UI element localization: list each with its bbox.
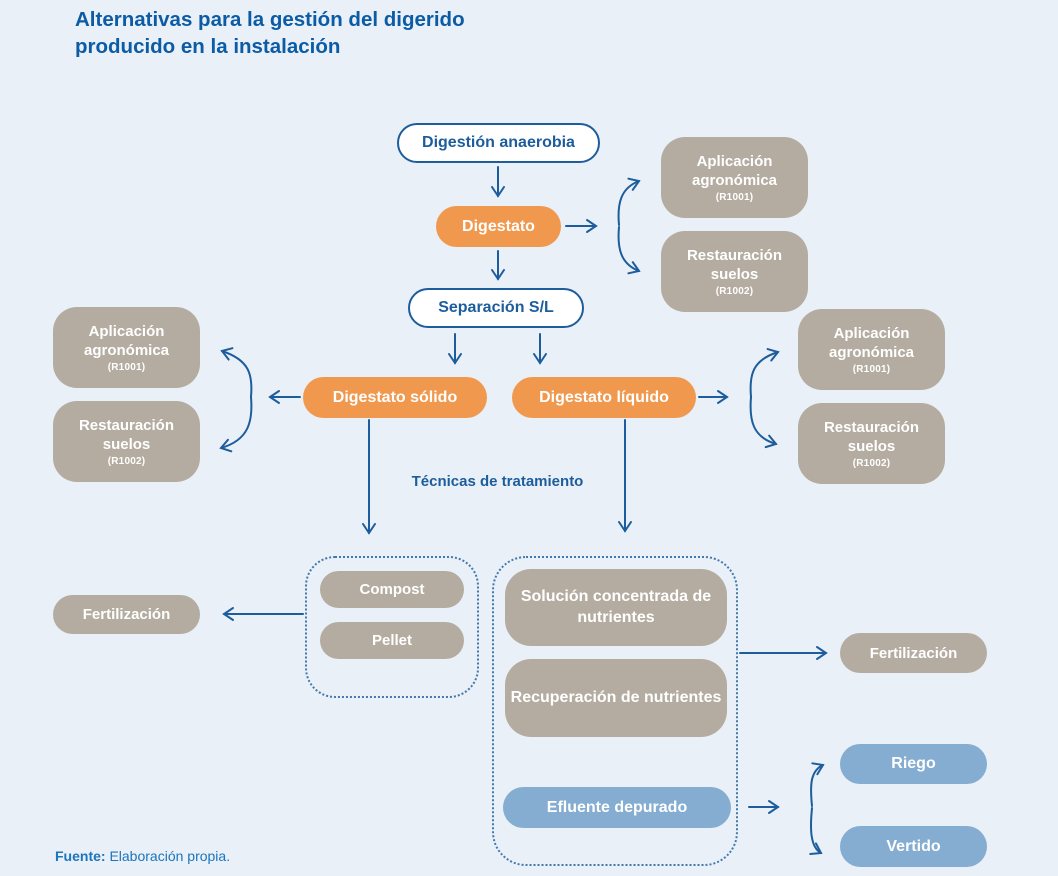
node-label: Digestato líquido — [539, 388, 669, 406]
box-code: (R1001) — [107, 362, 146, 374]
node-compost: Compost — [320, 571, 464, 608]
node-riego: Riego — [840, 744, 987, 784]
node-label: Riego — [891, 755, 936, 772]
node-recuperacion-nutrientes: Recuperación de nutrientes — [505, 659, 727, 737]
box-code: (R1002) — [852, 458, 891, 470]
node-label: Recuperación de nutrientes — [510, 688, 722, 706]
node-label: Compost — [359, 581, 425, 598]
valorization-box-restauracion-suelos: Restauración suelos (R1002) — [661, 231, 808, 312]
node-pellet: Pellet — [320, 622, 464, 659]
box-code: (R1002) — [107, 456, 146, 468]
valorization-box-restauracion-suelos: Restauración suelos (R1002) — [798, 403, 945, 484]
page-title-line1: Alternativas para la gestión del digerid… — [75, 8, 465, 31]
node-digestato: Digestato — [436, 206, 561, 247]
source-text: Elaboración propia. — [105, 848, 231, 864]
node-label: Efluente depurado — [546, 798, 688, 816]
solid-treatment-group — [305, 556, 479, 698]
box-label: Restauración suelos — [78, 416, 175, 453]
valorization-box-restauracion-suelos: Restauración suelos (R1002) — [53, 401, 200, 482]
box-code: (R1002) — [715, 286, 754, 298]
node-separacion-sl: Separación S/L — [408, 288, 584, 328]
node-label: Fertilización — [82, 606, 171, 623]
node-fertilizacion-liquid: Fertilización — [840, 633, 987, 673]
node-digestion-anaerobia: Digestión anaerobia — [397, 123, 600, 163]
valorization-box-aplicacion-agronomica: Aplicación agronómica (R1001) — [53, 307, 200, 388]
node-solucion-concentrada: Solución concentrada de nutrientes — [505, 569, 727, 646]
box-label: Aplicación agronómica — [691, 152, 778, 189]
node-vertido: Vertido — [840, 826, 987, 867]
source-label: Fuente: — [55, 848, 106, 864]
valorization-box-aplicacion-agronomica: Aplicación agronómica (R1001) — [661, 137, 808, 218]
valorization-box-aplicacion-agronomica: Aplicación agronómica (R1001) — [798, 309, 945, 390]
node-label: Digestato sólido — [332, 388, 458, 406]
node-label: Vertido — [886, 837, 941, 855]
node-digestato-solido: Digestato sólido — [303, 377, 487, 418]
page-title: Alternativas para la gestión del digerid… — [75, 6, 465, 60]
box-label: Aplicación agronómica — [828, 324, 915, 361]
box-label: Restauración suelos — [823, 418, 920, 455]
node-efluente-depurado: Efluente depurado — [503, 787, 731, 828]
node-label: Digestión anaerobia — [422, 134, 575, 151]
page-title-line2: producido en la instalación — [75, 35, 341, 59]
box-label: Aplicación agronómica — [83, 322, 170, 359]
node-label: Separación S/L — [438, 299, 554, 316]
node-digestato-liquido: Digestato líquido — [512, 377, 696, 418]
label-tecnicas-tratamiento: Técnicas de tratamiento — [411, 473, 584, 490]
source-note: Fuente: Elaboración propia. — [55, 848, 230, 864]
box-code: (R1001) — [715, 192, 754, 204]
node-label: Fertilización — [869, 644, 958, 662]
box-label: Restauración suelos — [686, 246, 783, 283]
node-fertilizacion-solid: Fertilización — [53, 595, 200, 634]
liquid-treatment-group — [492, 556, 738, 866]
node-label: Solución concentrada de nutrientes — [520, 588, 712, 626]
node-label: Digestato — [462, 217, 535, 235]
node-label: Pellet — [371, 632, 413, 649]
box-code: (R1001) — [852, 364, 891, 376]
